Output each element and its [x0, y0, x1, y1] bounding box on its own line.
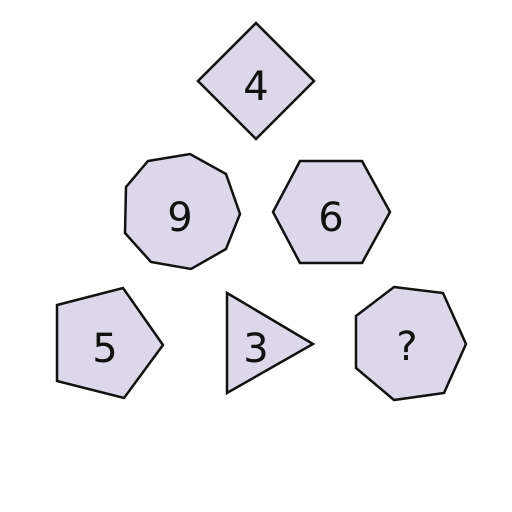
shape-heptagon: ? — [354, 285, 468, 402]
shape-pentagon: 5 — [55, 286, 165, 400]
triangle-label: 3 — [243, 326, 268, 372]
heptagon-label: ? — [396, 324, 417, 370]
nonagon-shape — [123, 152, 242, 271]
shape-diamond: 4 — [196, 21, 316, 141]
hexagon-shape — [271, 159, 392, 265]
nonagon-label: 9 — [167, 195, 192, 241]
shape-hexagon: 6 — [271, 159, 392, 265]
diamond-label: 4 — [243, 64, 268, 110]
shape-nonagon: 9 — [123, 152, 242, 271]
triangle-shape — [225, 290, 316, 396]
pentagon-label: 5 — [92, 326, 117, 372]
hexagon-label: 6 — [318, 195, 343, 241]
pentagon-shape — [55, 286, 165, 400]
diamond-shape — [196, 21, 316, 141]
heptagon-shape — [354, 285, 468, 402]
shape-triangle: 3 — [225, 290, 316, 396]
